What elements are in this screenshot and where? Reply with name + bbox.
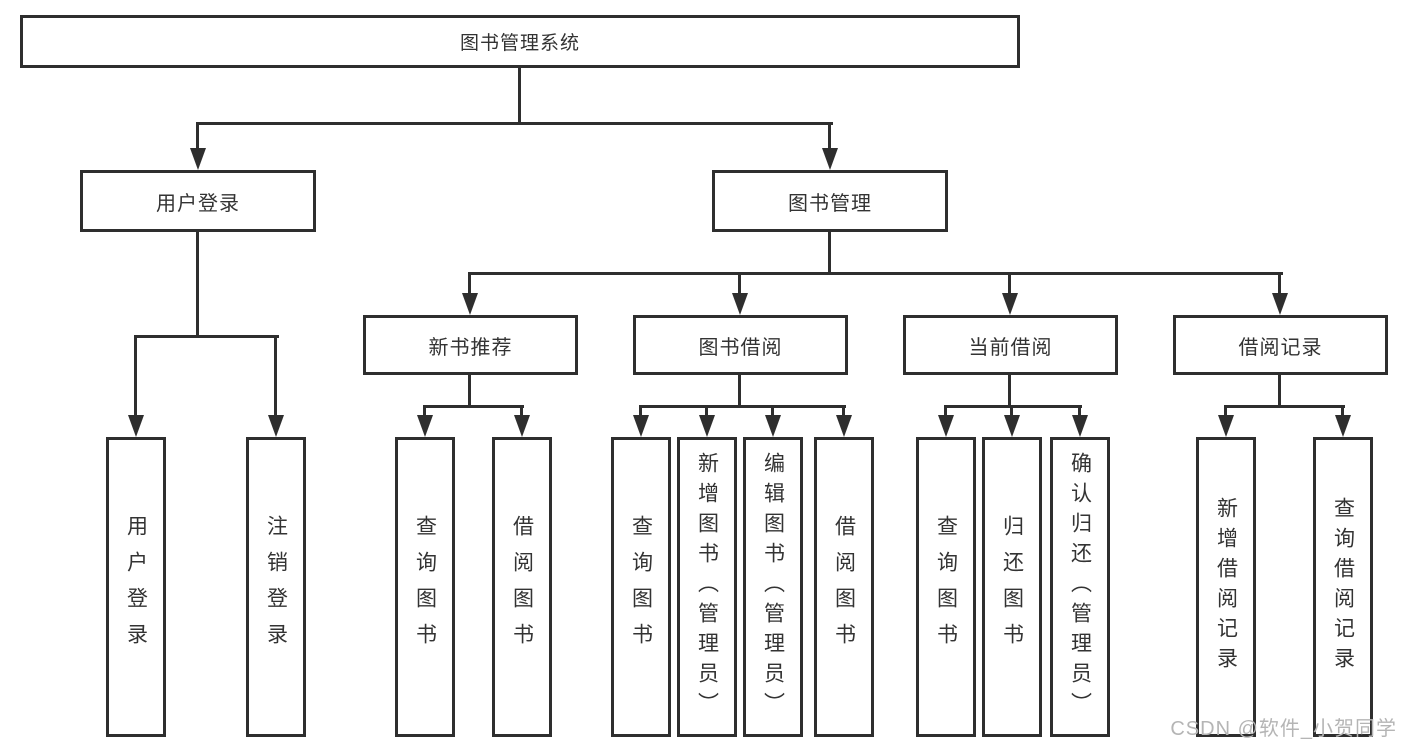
leaf-logout-label: 注销登录 xyxy=(264,515,288,659)
leaf-borrow-books-1: 借阅图书 xyxy=(492,437,552,737)
arrowhead-icon xyxy=(190,148,206,170)
connector-line xyxy=(944,405,1082,408)
node-root: 图书管理系统 xyxy=(20,15,1020,68)
connector-line xyxy=(274,335,277,417)
connector-line xyxy=(639,405,642,417)
arrowhead-icon xyxy=(1004,415,1020,437)
leaf-query-books-1: 查询图书 xyxy=(395,437,455,737)
node-borrowing-records: 借阅记录 xyxy=(1173,315,1388,375)
connector-line xyxy=(1224,405,1345,408)
connector-line xyxy=(423,405,524,408)
arrowhead-icon xyxy=(699,415,715,437)
connector-line xyxy=(828,122,831,150)
connector-line xyxy=(944,405,947,417)
node-root-label: 图书管理系统 xyxy=(459,33,580,54)
node-borrowing-records-label: 借阅记录 xyxy=(1238,336,1323,359)
leaf-borrow-books-2: 借阅图书 xyxy=(814,437,874,737)
leaf-confirm-return-admin-label: 确认归还（管理员） xyxy=(1068,452,1092,722)
arrowhead-icon xyxy=(1335,415,1351,437)
connector-line xyxy=(196,122,199,150)
arrowhead-icon xyxy=(938,415,954,437)
connector-line xyxy=(738,375,741,405)
arrowhead-icon xyxy=(1002,293,1018,315)
node-new-book-recommend-label: 新书推荐 xyxy=(428,336,513,359)
leaf-edit-books-admin: 编辑图书（管理员） xyxy=(743,437,803,737)
connector-line xyxy=(134,335,137,417)
connector-line xyxy=(196,232,199,335)
leaf-query-books-2: 查询图书 xyxy=(611,437,671,737)
node-current-borrowing-label: 当前借阅 xyxy=(968,336,1053,359)
leaf-add-books-admin-label: 新增图书（管理员） xyxy=(695,452,719,722)
arrowhead-icon xyxy=(128,415,144,437)
arrowhead-icon xyxy=(633,415,649,437)
connector-line xyxy=(1010,405,1013,417)
leaf-add-borrow-record-label: 新增借阅记录 xyxy=(1214,497,1238,677)
node-user-login: 用户登录 xyxy=(80,170,316,232)
connector-line xyxy=(1278,272,1281,295)
connector-line xyxy=(1224,405,1227,417)
connector-line xyxy=(468,272,471,295)
leaf-borrow-books-2-label: 借阅图书 xyxy=(832,515,856,659)
connector-line xyxy=(1008,375,1011,405)
arrowhead-icon xyxy=(417,415,433,437)
arrowhead-icon xyxy=(462,293,478,315)
connector-line xyxy=(639,405,846,408)
leaf-query-books-3-label: 查询图书 xyxy=(934,515,958,659)
leaf-add-books-admin: 新增图书（管理员） xyxy=(677,437,737,737)
leaf-user-login: 用户登录 xyxy=(106,437,166,737)
connector-line xyxy=(1078,405,1081,417)
connector-line xyxy=(1278,375,1281,405)
connector-line xyxy=(423,405,426,417)
leaf-edit-books-admin-label: 编辑图书（管理员） xyxy=(761,452,785,722)
connector-line xyxy=(705,405,708,417)
leaf-query-borrow-record-label: 查询借阅记录 xyxy=(1331,497,1355,677)
leaf-return-books: 归还图书 xyxy=(982,437,1042,737)
connector-line xyxy=(468,375,471,405)
node-current-borrowing: 当前借阅 xyxy=(903,315,1118,375)
leaf-confirm-return-admin: 确认归还（管理员） xyxy=(1050,437,1110,737)
arrowhead-icon xyxy=(765,415,781,437)
arrowhead-icon xyxy=(1072,415,1088,437)
connector-line xyxy=(771,405,774,417)
leaf-query-borrow-record: 查询借阅记录 xyxy=(1313,437,1373,737)
connector-line xyxy=(1341,405,1344,417)
arrowhead-icon xyxy=(836,415,852,437)
leaf-user-login-label: 用户登录 xyxy=(124,515,148,659)
node-book-borrowing: 图书借阅 xyxy=(633,315,848,375)
leaf-query-books-2-label: 查询图书 xyxy=(629,515,653,659)
connector-line xyxy=(468,272,1283,275)
node-book-management-label: 图书管理 xyxy=(788,192,872,215)
arrowhead-icon xyxy=(514,415,530,437)
connector-line xyxy=(197,122,833,125)
leaf-logout: 注销登录 xyxy=(246,437,306,737)
connector-line xyxy=(842,405,845,417)
node-book-management: 图书管理 xyxy=(712,170,948,232)
leaf-borrow-books-1-label: 借阅图书 xyxy=(510,515,534,659)
arrowhead-icon xyxy=(732,293,748,315)
leaf-query-books-3: 查询图书 xyxy=(916,437,976,737)
leaf-return-books-label: 归还图书 xyxy=(1000,515,1024,659)
node-book-borrowing-label: 图书借阅 xyxy=(698,336,783,359)
connector-line xyxy=(1008,272,1011,295)
node-new-book-recommend: 新书推荐 xyxy=(363,315,578,375)
arrowhead-icon xyxy=(822,148,838,170)
csdn-watermark: CSDN @软件_小贺同学 xyxy=(1170,718,1397,740)
arrowhead-icon xyxy=(1218,415,1234,437)
leaf-add-borrow-record: 新增借阅记录 xyxy=(1196,437,1256,737)
connector-line xyxy=(134,335,279,338)
arrowhead-icon xyxy=(268,415,284,437)
connector-line xyxy=(828,232,831,272)
leaf-query-books-1-label: 查询图书 xyxy=(413,515,437,659)
connector-line xyxy=(738,272,741,295)
connector-line xyxy=(520,405,523,417)
node-user-login-label: 用户登录 xyxy=(156,192,240,215)
arrowhead-icon xyxy=(1272,293,1288,315)
connector-line xyxy=(518,68,521,122)
